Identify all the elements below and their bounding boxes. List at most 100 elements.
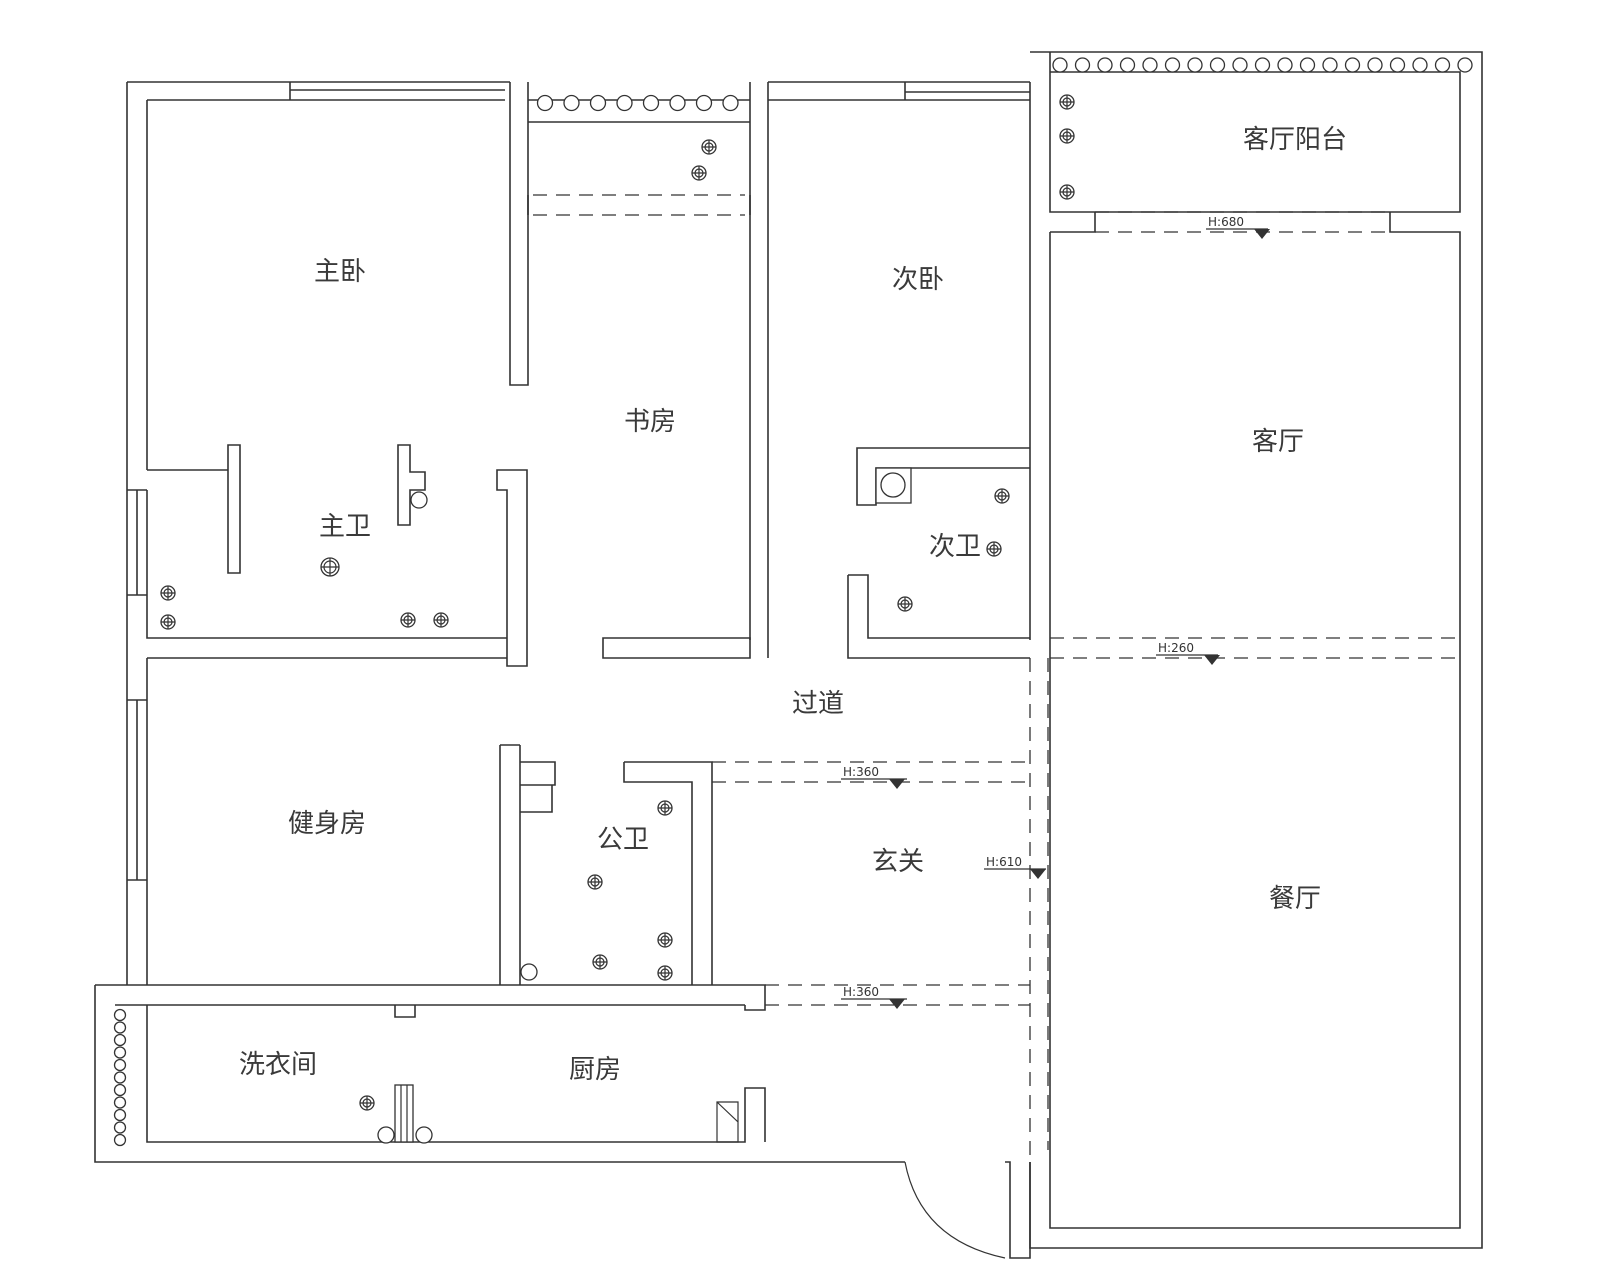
outer-walls bbox=[94, 51, 1483, 1259]
floor-drain-icon bbox=[1059, 94, 1075, 110]
flower-pot-icon bbox=[113, 1096, 127, 1109]
level-marker-entrance-side: H:610 bbox=[984, 855, 1046, 879]
flower-pot-icon bbox=[113, 1033, 127, 1047]
level-marker-balcony: H:680 bbox=[1206, 215, 1270, 239]
flower-pot-icon bbox=[1254, 57, 1271, 73]
fixtures bbox=[160, 94, 1075, 1144]
floor-drain-icon bbox=[400, 612, 416, 628]
flower-pot-icon bbox=[1277, 57, 1293, 73]
room-label-living-room: 客厅 bbox=[1252, 427, 1304, 457]
balcony-flower-pots bbox=[113, 57, 1473, 1147]
flower-pot-icon bbox=[563, 94, 580, 112]
floor-drain-icon bbox=[433, 612, 449, 628]
level-marker-icon bbox=[1030, 869, 1046, 879]
flower-pot-icon bbox=[113, 1071, 127, 1084]
room-label-second-bedroom: 次卧 bbox=[892, 265, 944, 295]
room-label-laundry: 洗衣间 bbox=[239, 1050, 317, 1080]
flower-pot-icon bbox=[113, 1083, 127, 1097]
floor-drain-icon bbox=[1059, 128, 1075, 144]
toilet-icon bbox=[410, 491, 428, 509]
room-label-study: 书房 bbox=[624, 407, 676, 437]
flower-pot-icon bbox=[113, 1108, 127, 1122]
floor-drain-icon bbox=[160, 614, 176, 630]
flower-pot-icon bbox=[1457, 57, 1473, 73]
level-marker-icon bbox=[889, 779, 905, 789]
room-label-public-bath: 公卫 bbox=[597, 825, 649, 855]
level-marker-icon bbox=[1254, 229, 1270, 239]
flower-pot-icon bbox=[113, 1133, 127, 1147]
pipe-shaft-icon bbox=[377, 1084, 433, 1144]
floor-drain-icon bbox=[994, 488, 1010, 504]
room-label-gym: 健身房 bbox=[288, 809, 366, 839]
flower-pot-icon bbox=[642, 94, 660, 112]
floor-drain-icon bbox=[657, 800, 673, 816]
room-label-entrance: 玄关 bbox=[872, 847, 924, 877]
floor-drain-icon bbox=[657, 965, 673, 981]
floor-drain-icon bbox=[592, 954, 608, 970]
level-markers: H:680 H:260 H:360 H:610 H:360 bbox=[841, 215, 1270, 1009]
flower-pot-icon bbox=[1322, 57, 1338, 73]
floor-drain-icon bbox=[701, 139, 717, 155]
room-label-master-bedroom: 主卧 bbox=[314, 257, 366, 287]
flower-pot-icon bbox=[1164, 57, 1181, 73]
level-marker-icon bbox=[1204, 655, 1220, 665]
floor-drain-icon bbox=[897, 596, 913, 612]
svg-text:H:260: H:260 bbox=[1158, 641, 1194, 655]
svg-text:H:610: H:610 bbox=[986, 855, 1022, 869]
flower-pot-icon bbox=[1412, 57, 1428, 73]
floor-drain-icon bbox=[359, 1095, 375, 1111]
toilet-icon bbox=[520, 963, 538, 981]
floor-drain-icon bbox=[587, 874, 603, 890]
flower-pot-icon bbox=[1074, 57, 1091, 73]
room-label-master-bath: 主卫 bbox=[319, 512, 371, 542]
flower-pot-icon bbox=[1052, 57, 1068, 73]
level-marker-living-dining: H:260 bbox=[1156, 641, 1220, 665]
flower-pot-icon bbox=[695, 94, 713, 112]
flower-pot-icon bbox=[589, 94, 607, 112]
flower-pot-icon bbox=[113, 1008, 127, 1022]
flower-pot-icon bbox=[1209, 57, 1226, 73]
floor-drain-icon bbox=[160, 585, 176, 601]
svg-text:H:680: H:680 bbox=[1208, 215, 1244, 229]
flower-pot-icon bbox=[1119, 57, 1136, 73]
room-label-kitchen: 厨房 bbox=[569, 1055, 621, 1085]
interior-walls bbox=[127, 99, 1030, 1018]
floor-drain-icon bbox=[986, 541, 1002, 557]
flue-icon bbox=[716, 1101, 739, 1143]
flower-pot-icon bbox=[669, 94, 686, 112]
flower-pot-icon bbox=[1097, 57, 1113, 73]
flower-pot-icon bbox=[113, 1121, 127, 1134]
flower-pot-icon bbox=[1344, 57, 1361, 73]
svg-text:H:360: H:360 bbox=[843, 765, 879, 779]
svg-text:H:360: H:360 bbox=[843, 985, 879, 999]
room-label-second-bath: 次卫 bbox=[929, 532, 981, 562]
flower-pot-icon bbox=[1389, 57, 1406, 73]
room-label-corridor: 过道 bbox=[792, 689, 844, 719]
flower-pot-icon bbox=[1434, 57, 1451, 73]
floor-drain-icon bbox=[657, 932, 673, 948]
flower-pot-icon bbox=[1232, 57, 1248, 73]
dashed-openings bbox=[533, 194, 1460, 1162]
level-marker-icon bbox=[889, 999, 905, 1009]
flower-pot-icon bbox=[722, 94, 739, 112]
floor-drain-icon bbox=[320, 557, 340, 577]
room-label-living-balcony: 客厅阳台 bbox=[1243, 125, 1347, 155]
flower-pot-icon bbox=[1367, 57, 1383, 73]
room-labels: 主卧 书房 次卧 客厅阳台 客厅 主卫 次卫 过道 健身房 公卫 玄关 餐厅 洗… bbox=[239, 125, 1347, 1085]
room-label-dining-room: 餐厅 bbox=[1269, 884, 1321, 914]
door-swing-icon bbox=[904, 1161, 1006, 1259]
floor-drain-icon bbox=[1059, 184, 1075, 200]
flower-pot-icon bbox=[616, 94, 633, 112]
flower-pot-icon bbox=[113, 1021, 127, 1034]
floor-drain-icon bbox=[691, 165, 707, 181]
flower-pot-icon bbox=[113, 1058, 127, 1072]
flower-pot-icon bbox=[1142, 57, 1158, 73]
flower-pot-icon bbox=[1299, 57, 1316, 73]
flower-pot-icon bbox=[1187, 57, 1203, 73]
flower-pot-icon bbox=[536, 94, 554, 112]
level-marker-entrance-bottom: H:360 bbox=[841, 985, 907, 1009]
flower-pot-icon bbox=[113, 1046, 127, 1059]
level-marker-entrance-top: H:360 bbox=[841, 765, 907, 789]
washbasin-bowl-icon bbox=[880, 472, 906, 498]
